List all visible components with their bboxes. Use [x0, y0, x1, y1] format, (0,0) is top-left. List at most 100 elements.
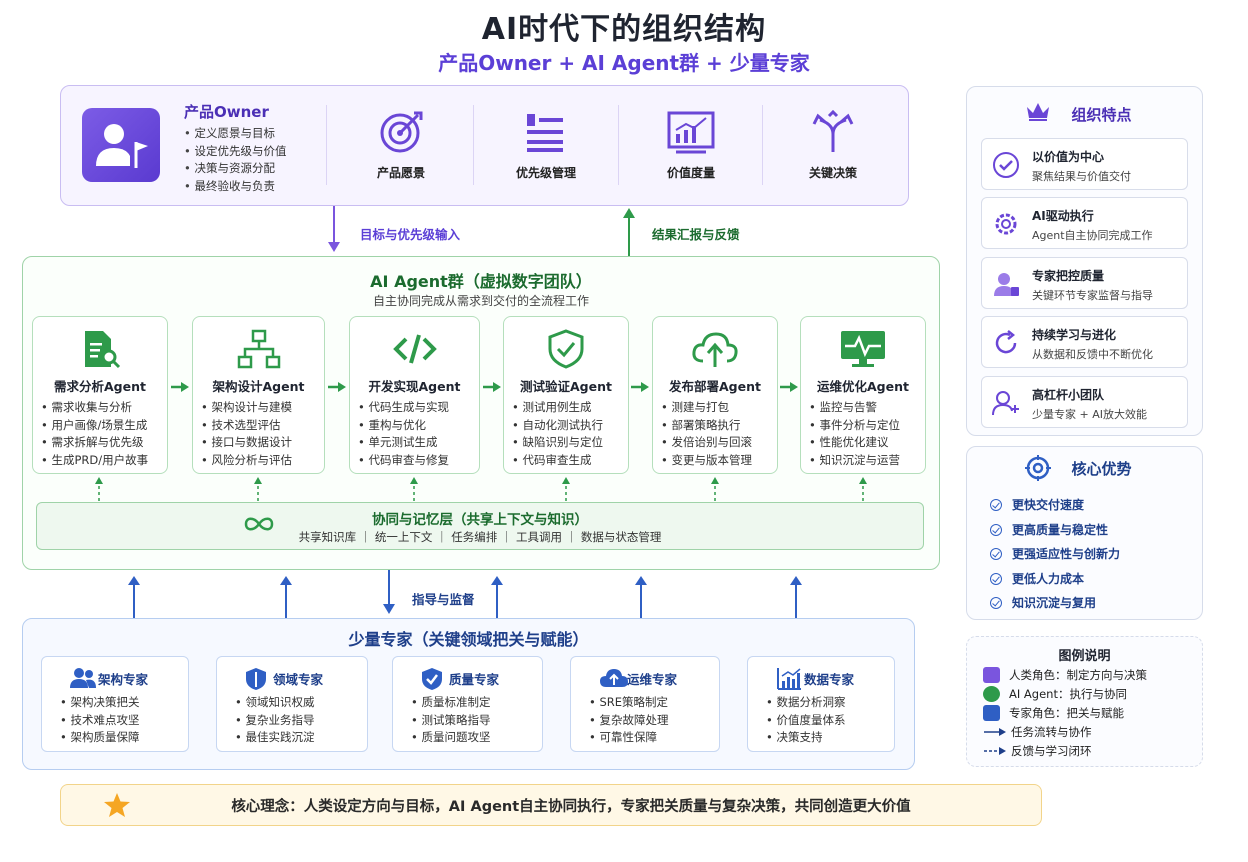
agent-task: 发倍诒别与回滚 [661, 434, 752, 452]
expert-duty: 价值度量体系 [766, 712, 845, 730]
agent-task: 重构与优化 [358, 417, 449, 435]
expert-duty: 质量标准制定 [411, 694, 490, 712]
flow-label-input: 目标与优先级输入 [360, 227, 461, 242]
feature-desc: 少量专家 + AI放大效能 [1032, 408, 1147, 421]
advantage-label: 更快交付速度 [1012, 498, 1085, 512]
flow-arrow-right [780, 382, 798, 392]
arrow-up-feedback [623, 208, 635, 256]
expert-duty: 可靠性保障 [589, 729, 668, 747]
owner-feature-vision: 产品愿景 [346, 110, 456, 181]
feedback-arrow-dashed [859, 477, 867, 501]
legend-label: 任务流转与协作 [1011, 725, 1092, 739]
agent-task: 需求收集与分析 [41, 399, 148, 417]
owner-duties: 定义愿景与目标 设定优先级与价值 决策与资源分配 最终验收与负责 [184, 125, 286, 195]
feature-title: 以价值为中心 [1032, 150, 1105, 164]
owner-duty: 定义愿景与目标 [184, 125, 286, 143]
expert-duty: 测试策略指导 [411, 712, 490, 730]
advantage-label: 更强适应性与创新力 [1012, 547, 1121, 561]
owner-title: 产品Owner [184, 103, 269, 121]
expert-duty: 数据分析洞察 [766, 694, 845, 712]
agent-name: 需求分析Agent [54, 379, 146, 394]
owner-feature-decision: 关键决策 [778, 110, 888, 181]
monitor-pulse-icon [841, 331, 885, 367]
agent-name: 架构设计Agent [212, 379, 305, 394]
star-icon [104, 793, 130, 817]
expert-duty: 架构决策把关 [60, 694, 139, 712]
advantage-item: 更低人力成本 [990, 567, 1120, 592]
flow-arrow-right [171, 382, 189, 392]
advantage-item: 更高质量与稳定性 [990, 518, 1120, 543]
owner-feature-label: 关键决策 [808, 166, 857, 180]
target-icon [1025, 455, 1051, 481]
expert-name: 数据专家 [804, 672, 855, 687]
expert-duty: 技术难点攻坚 [60, 712, 139, 730]
agent-name: 开发实现Agent [368, 379, 461, 394]
feature-desc: 从数据和反馈中不断优化 [1032, 348, 1153, 361]
agent-task: 代码审查生成 [512, 452, 603, 470]
arrow-right-icon [984, 728, 1006, 736]
agent-tasks: 测建与打包 部署策略执行 发倍诒别与回滚 变更与版本管理 [661, 399, 752, 469]
owner-feature-value: 价值度量 [636, 110, 746, 181]
feature-card: 高杠杆小团队 少量专家 + AI放大效能 [981, 376, 1188, 428]
agent-task: 接口与数据设计 [201, 434, 292, 452]
feature-desc: 聚焦结果与价值交付 [1032, 170, 1131, 183]
agent-task: 架构设计与建模 [201, 399, 292, 417]
hierarchy-icon [237, 329, 280, 369]
bar-chart-icon [777, 668, 801, 690]
owner-duty: 设定优先级与价值 [184, 143, 286, 161]
split-arrows-icon [812, 110, 854, 152]
owner-feature-label: 优先级管理 [515, 166, 576, 180]
chart-icon [667, 111, 715, 154]
agent-task: 代码生成与实现 [358, 399, 449, 417]
agent-task: 测建与打包 [661, 399, 752, 417]
advantage-label: 知识沉淀与复用 [1012, 596, 1097, 610]
agent-task: 变更与版本管理 [661, 452, 752, 470]
feature-card: AI驱动执行 Agent自主协同完成工作 [981, 197, 1188, 249]
core-concept-text: 核心理念：人类设定方向与目标，AI Agent自主协同执行，专家把关质量与复杂决… [231, 799, 911, 815]
expert-duties: 架构决策把关 技术难点攻坚 架构质量保障 [60, 694, 139, 747]
expert-duties: 数据分析洞察 价值度量体系 决策支持 [766, 694, 845, 747]
agent-task: 单元测试生成 [358, 434, 449, 452]
memory-layer-items: 共享知识库 ｜ 统一上下文 ｜ 任务编排 ｜ 工具调用 ｜ 数据与状态管理 [298, 530, 662, 544]
expert-card-data: 数据专家 数据分析洞察 价值度量体系 决策支持 [747, 656, 895, 752]
feature-card: 持续学习与进化 从数据和反馈中不断优化 [981, 316, 1188, 368]
agent-card-operations: 运维优化Agent 监控与告警 事件分析与定位 性能优化建议 知识沉淀与运营 [800, 316, 926, 474]
agent-tasks: 测试用例生成 自动化测试执行 缺陷识别与定位 代码审查生成 [512, 399, 603, 469]
people-icon [70, 668, 96, 688]
agent-card-development: 开发实现Agent 代码生成与实现 重构与优化 单元测试生成 代码审查与修复 [349, 316, 480, 474]
agent-task: 风险分析与评估 [201, 452, 292, 470]
document-search-icon [85, 331, 121, 369]
expert-card-operations: 运维专家 SRE策略制定 复杂故障处理 可靠性保障 [570, 656, 720, 752]
shield-check-icon [422, 668, 442, 690]
legend-label: 反馈与学习闭环 [1011, 744, 1092, 758]
expert-duty: 复杂故障处理 [589, 712, 668, 730]
expert-duty: 领域知识权威 [235, 694, 314, 712]
agent-name: 测试验证Agent [520, 379, 612, 394]
expert-duties: SRE策略制定 复杂故障处理 可靠性保障 [589, 694, 668, 747]
arrow-down-owner [328, 206, 340, 252]
expert-name: 运维专家 [627, 672, 678, 687]
expert-duty: 最佳实践沉淀 [235, 729, 314, 747]
advantages-title: 核心优势 [1071, 460, 1132, 478]
agent-task: 代码审查与修复 [358, 452, 449, 470]
expert-duties: 质量标准制定 测试策略指导 质量问题攻坚 [411, 694, 490, 747]
agent-task: 部署策略执行 [661, 417, 752, 435]
agent-tasks: 需求收集与分析 用户画像/场景生成 需求拆解与优先级 生成PRD/用户故事 [41, 399, 148, 469]
divider [473, 105, 474, 185]
owner-duty: 最终验收与负责 [184, 178, 286, 196]
agent-tasks: 监控与告警 事件分析与定位 性能优化建议 知识沉淀与运营 [809, 399, 900, 469]
owner-feature-priority: 优先级管理 [491, 110, 601, 181]
check-circle-icon [990, 597, 1002, 610]
dashed-arrow-icon [984, 747, 1006, 755]
feature-card: 专家把控质量 关键环节专家监督与指导 [981, 257, 1188, 309]
page-subtitle: 产品Owner + AI Agent群 + 少量专家 [438, 51, 810, 75]
gear-icon [995, 213, 1017, 235]
advantage-item: 知识沉淀与复用 [990, 591, 1120, 616]
legend-label: 人类角色：制定方向与决策 [1009, 668, 1147, 682]
agent-card-deployment: 发布部署Agent 测建与打包 部署策略执行 发倍诒别与回滚 变更与版本管理 [652, 316, 778, 474]
owner-feature-label: 产品愿景 [376, 166, 425, 180]
agent-task: 技术选型评估 [201, 417, 292, 435]
agent-card-architecture: 架构设计Agent 架构设计与建模 技术选型评估 接口与数据设计 风险分析与评估 [192, 316, 325, 474]
owner-duty: 决策与资源分配 [184, 160, 286, 178]
cloud-upload-icon [692, 332, 738, 367]
